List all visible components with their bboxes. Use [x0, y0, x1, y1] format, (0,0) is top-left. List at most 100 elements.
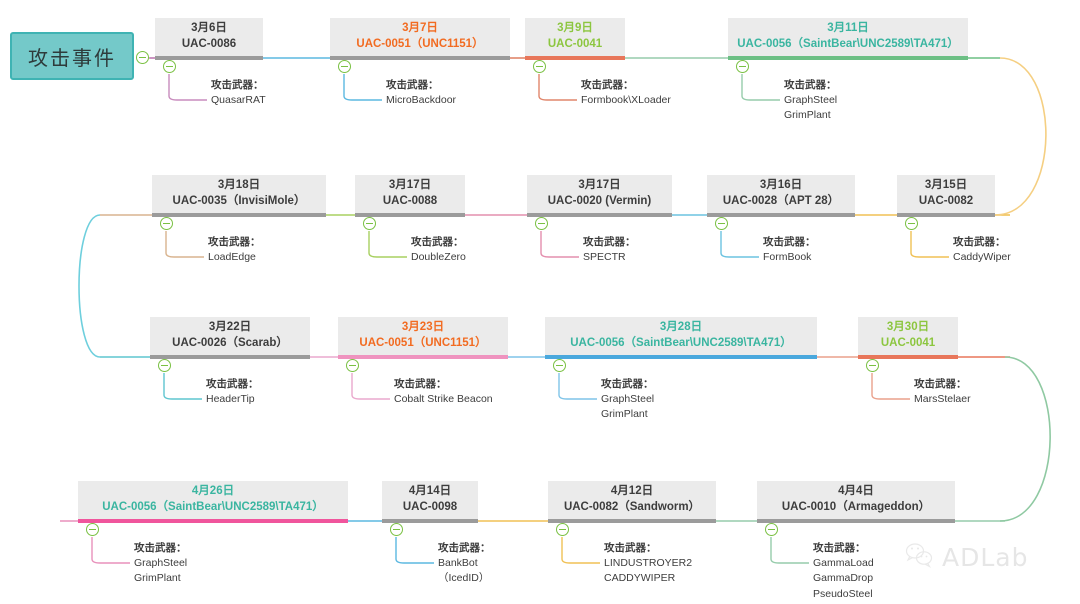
- leaf-connector: [871, 373, 910, 400]
- leaf-connector: [395, 537, 434, 564]
- collapse-toggle-icon[interactable]: [363, 217, 376, 230]
- event-actor: UAC-0056（SaintBear\UNC2589\TA471）: [737, 37, 959, 50]
- event-underline-bar: [382, 519, 478, 523]
- collapse-toggle-icon[interactable]: [556, 523, 569, 536]
- weapon-caption: 攻击武器：: [583, 236, 636, 248]
- collapse-toggle-icon[interactable]: [338, 60, 351, 73]
- weapon-caption: 攻击武器：: [134, 542, 187, 554]
- collapse-toggle-icon[interactable]: [158, 359, 171, 372]
- weapon-leaf[interactable]: 攻击武器：CaddyWiper: [953, 235, 1011, 265]
- event-date: 3月17日: [388, 178, 432, 191]
- root-node-label: 攻击事件: [28, 45, 116, 70]
- event-actor: UAC-0086: [181, 37, 237, 50]
- event-date: 3月11日: [827, 21, 869, 34]
- collapse-toggle-icon[interactable]: [533, 60, 546, 73]
- weapon-caption: 攻击武器：: [784, 79, 837, 91]
- weapon-caption: 攻击武器：: [581, 79, 634, 91]
- event-actor: UAC-0051（UNC1151）: [359, 336, 487, 349]
- event-date: 3月17日: [578, 178, 621, 191]
- weapon-name: GrimPlant: [784, 109, 831, 122]
- collapse-toggle-icon[interactable]: [390, 523, 403, 536]
- weapon-leaf[interactable]: 攻击武器：MicroBackdoor: [386, 78, 456, 108]
- weapon-caption: 攻击武器：: [601, 378, 654, 390]
- event-date: 3月28日: [659, 320, 703, 333]
- event-underline-bar: [757, 519, 955, 523]
- row-wrap-connector: [78, 214, 101, 358]
- collapse-toggle-icon[interactable]: [346, 359, 359, 372]
- event-date: 3月16日: [759, 178, 803, 191]
- collapse-toggle-icon[interactable]: [905, 217, 918, 230]
- weapon-name: Cobalt Strike Beacon: [394, 393, 493, 406]
- weapon-leaf[interactable]: 攻击武器： DoubleZero: [411, 235, 466, 265]
- weapon-leaf[interactable]: 攻击武器：Formbook\XLoader: [581, 78, 671, 108]
- leaf-connector: [165, 231, 204, 258]
- event-actor: UAC-0082: [918, 194, 974, 207]
- weapon-leaf[interactable]: 攻击武器： Cobalt Strike Beacon: [394, 377, 493, 407]
- weapon-leaf[interactable]: 攻击武器：HeaderTip: [206, 377, 259, 407]
- event-underline-bar: [545, 355, 817, 359]
- collapse-toggle-icon[interactable]: [866, 359, 879, 372]
- event-underline-bar: [527, 213, 672, 217]
- event-node[interactable]: 3月15日 UAC-0082: [897, 175, 995, 213]
- weapon-caption: 攻击武器：: [208, 236, 261, 248]
- weapon-name: LINDUSTROYER2: [604, 557, 693, 570]
- event-node[interactable]: 3月11日 UAC-0056（SaintBear\UNC2589\TA471）: [728, 18, 968, 56]
- weapon-leaf[interactable]: 攻击武器：LoadEdge: [208, 235, 261, 265]
- collapse-toggle-icon[interactable]: [86, 523, 99, 536]
- collapse-toggle-icon[interactable]: [553, 359, 566, 372]
- weapon-leaf[interactable]: 攻击武器：MarsStelaer: [914, 377, 971, 407]
- collapse-toggle-icon[interactable]: [715, 217, 728, 230]
- collapse-toggle-icon[interactable]: [736, 60, 749, 73]
- event-underline-bar: [355, 213, 465, 217]
- weapon-leaf[interactable]: 攻击武器：QuasarRAT: [211, 78, 266, 108]
- event-underline-bar: [150, 355, 310, 359]
- weapon-leaf[interactable]: 攻击武器：BankBot（IcedID）: [438, 541, 491, 587]
- leaf-connector: [343, 74, 382, 101]
- collapse-toggle-icon[interactable]: [535, 217, 548, 230]
- weapon-name: DoubleZero: [411, 251, 466, 264]
- event-actor: UAC-0041: [880, 336, 936, 349]
- weapon-caption: 攻击武器：: [394, 378, 447, 390]
- leaf-connector: [351, 373, 390, 400]
- weapon-name: PseudoSteel: [813, 587, 873, 600]
- event-underline-bar: [728, 56, 968, 60]
- event-underline-bar: [338, 355, 508, 359]
- collapse-toggle-icon[interactable]: [765, 523, 778, 536]
- weapon-caption: 攻击武器：: [411, 236, 464, 248]
- collapse-toggle-icon[interactable]: [160, 217, 173, 230]
- root-collapse-toggle-icon[interactable]: [136, 51, 149, 64]
- collapse-toggle-icon[interactable]: [163, 60, 176, 73]
- event-actor: UAC-0010（Armageddon）: [781, 500, 931, 513]
- event-actor: UAC-0082（Sandworm）: [563, 500, 701, 513]
- weapon-name: GrimPlant: [601, 408, 648, 421]
- event-date: 3月15日: [924, 178, 968, 191]
- weapon-leaf[interactable]: 攻击武器：FormBook: [763, 235, 816, 265]
- event-underline-bar: [78, 519, 348, 523]
- event-underline-bar: [858, 355, 958, 359]
- root-node[interactable]: 攻击事件: [10, 32, 134, 80]
- weapon-caption: 攻击武器：: [953, 236, 1006, 248]
- event-actor: UAC-0051（UNC1151）: [356, 37, 484, 50]
- weapon-leaf[interactable]: 攻击武器：SPECTR: [583, 235, 636, 265]
- event-actor: UAC-0056（SaintBear\UNC2589\TA471）: [102, 500, 324, 513]
